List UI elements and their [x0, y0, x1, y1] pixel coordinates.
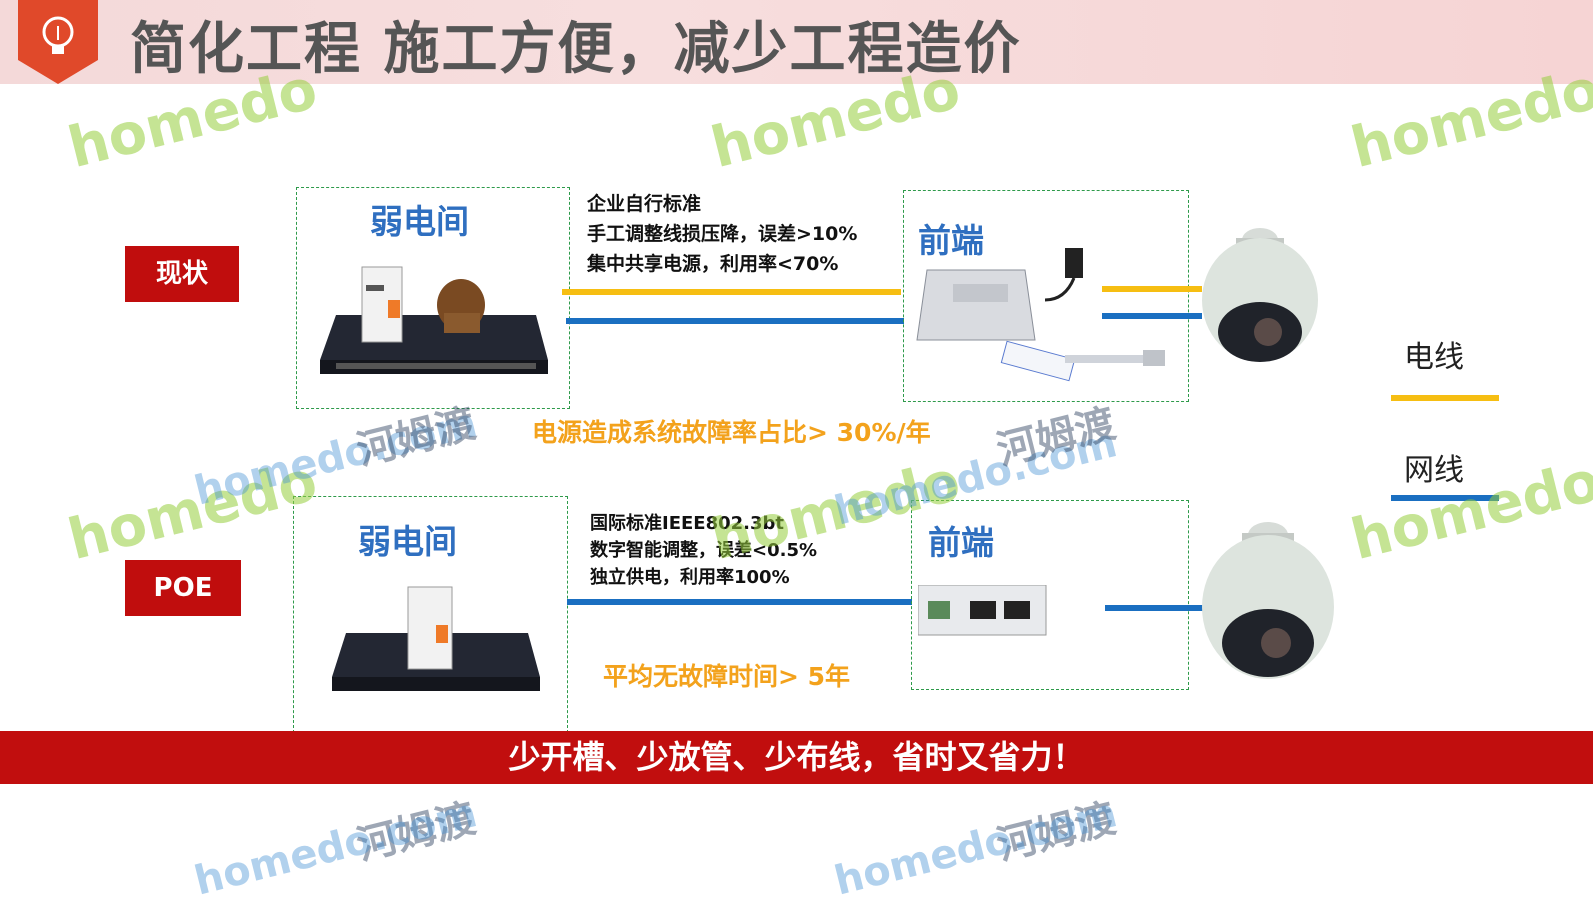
room-title-poe: 弱电间 [358, 522, 457, 561]
poe-note-1: 国际标准IEEE802.3bt [590, 513, 785, 534]
bottom-banner-text: 少开槽、少放管、少布线，省时又省力！ [508, 738, 1085, 776]
bottom-banner [0, 731, 1593, 784]
poe-tag: POE [125, 560, 241, 616]
watermark-logo: homedo [1345, 448, 1593, 574]
front-box-poe [911, 500, 1189, 690]
legend-power-swatch [1391, 395, 1499, 401]
power-line-front-current [1102, 286, 1202, 292]
poe-note-2: 数字智能调整，误差<0.5% [590, 540, 818, 561]
legend-power-label: 电线 [1404, 340, 1464, 375]
power-line-current [562, 289, 901, 295]
current-note-1: 企业自行标准 [587, 193, 702, 215]
network-line-poe [567, 599, 912, 605]
poe-splitter-image [918, 585, 1047, 636]
title-bar [0, 0, 1593, 84]
room-title-current: 弱电间 [370, 202, 469, 241]
network-line-current [566, 318, 904, 324]
dome-camera-poe-image [1202, 522, 1334, 679]
front-title-current: 前端 [918, 221, 984, 260]
page-title: 简化工程 施工方便，减少工程造价 [130, 17, 1022, 82]
switch-breaker-transformer-image [320, 266, 548, 374]
front-title-poe: 前端 [928, 523, 994, 562]
network-line-front-current [1102, 313, 1202, 319]
network-line-front-poe [1105, 605, 1205, 611]
front-box-current [903, 190, 1189, 402]
room-box-current [296, 187, 570, 409]
fault-rate-text: 电源造成系统故障率占比> 30%/年 [532, 418, 931, 447]
current-note-3: 集中共享电源，利用率<70% [587, 253, 839, 275]
mtbf-text: 平均无故障时间> 5年 [603, 662, 851, 691]
poe-note-3: 独立供电，利用率100% [590, 567, 790, 588]
lightbulb-icon [18, 0, 98, 84]
legend-network-swatch [1391, 495, 1499, 501]
front-end-equipment-image [916, 248, 1165, 382]
legend-network-label: 网线 [1404, 453, 1464, 488]
dome-camera-image [1202, 228, 1318, 362]
poe-switch-breaker-image [332, 586, 540, 691]
current-note-2: 手工调整线损压降，误差>10% [587, 223, 858, 245]
current-tag: 现状 [125, 246, 239, 302]
